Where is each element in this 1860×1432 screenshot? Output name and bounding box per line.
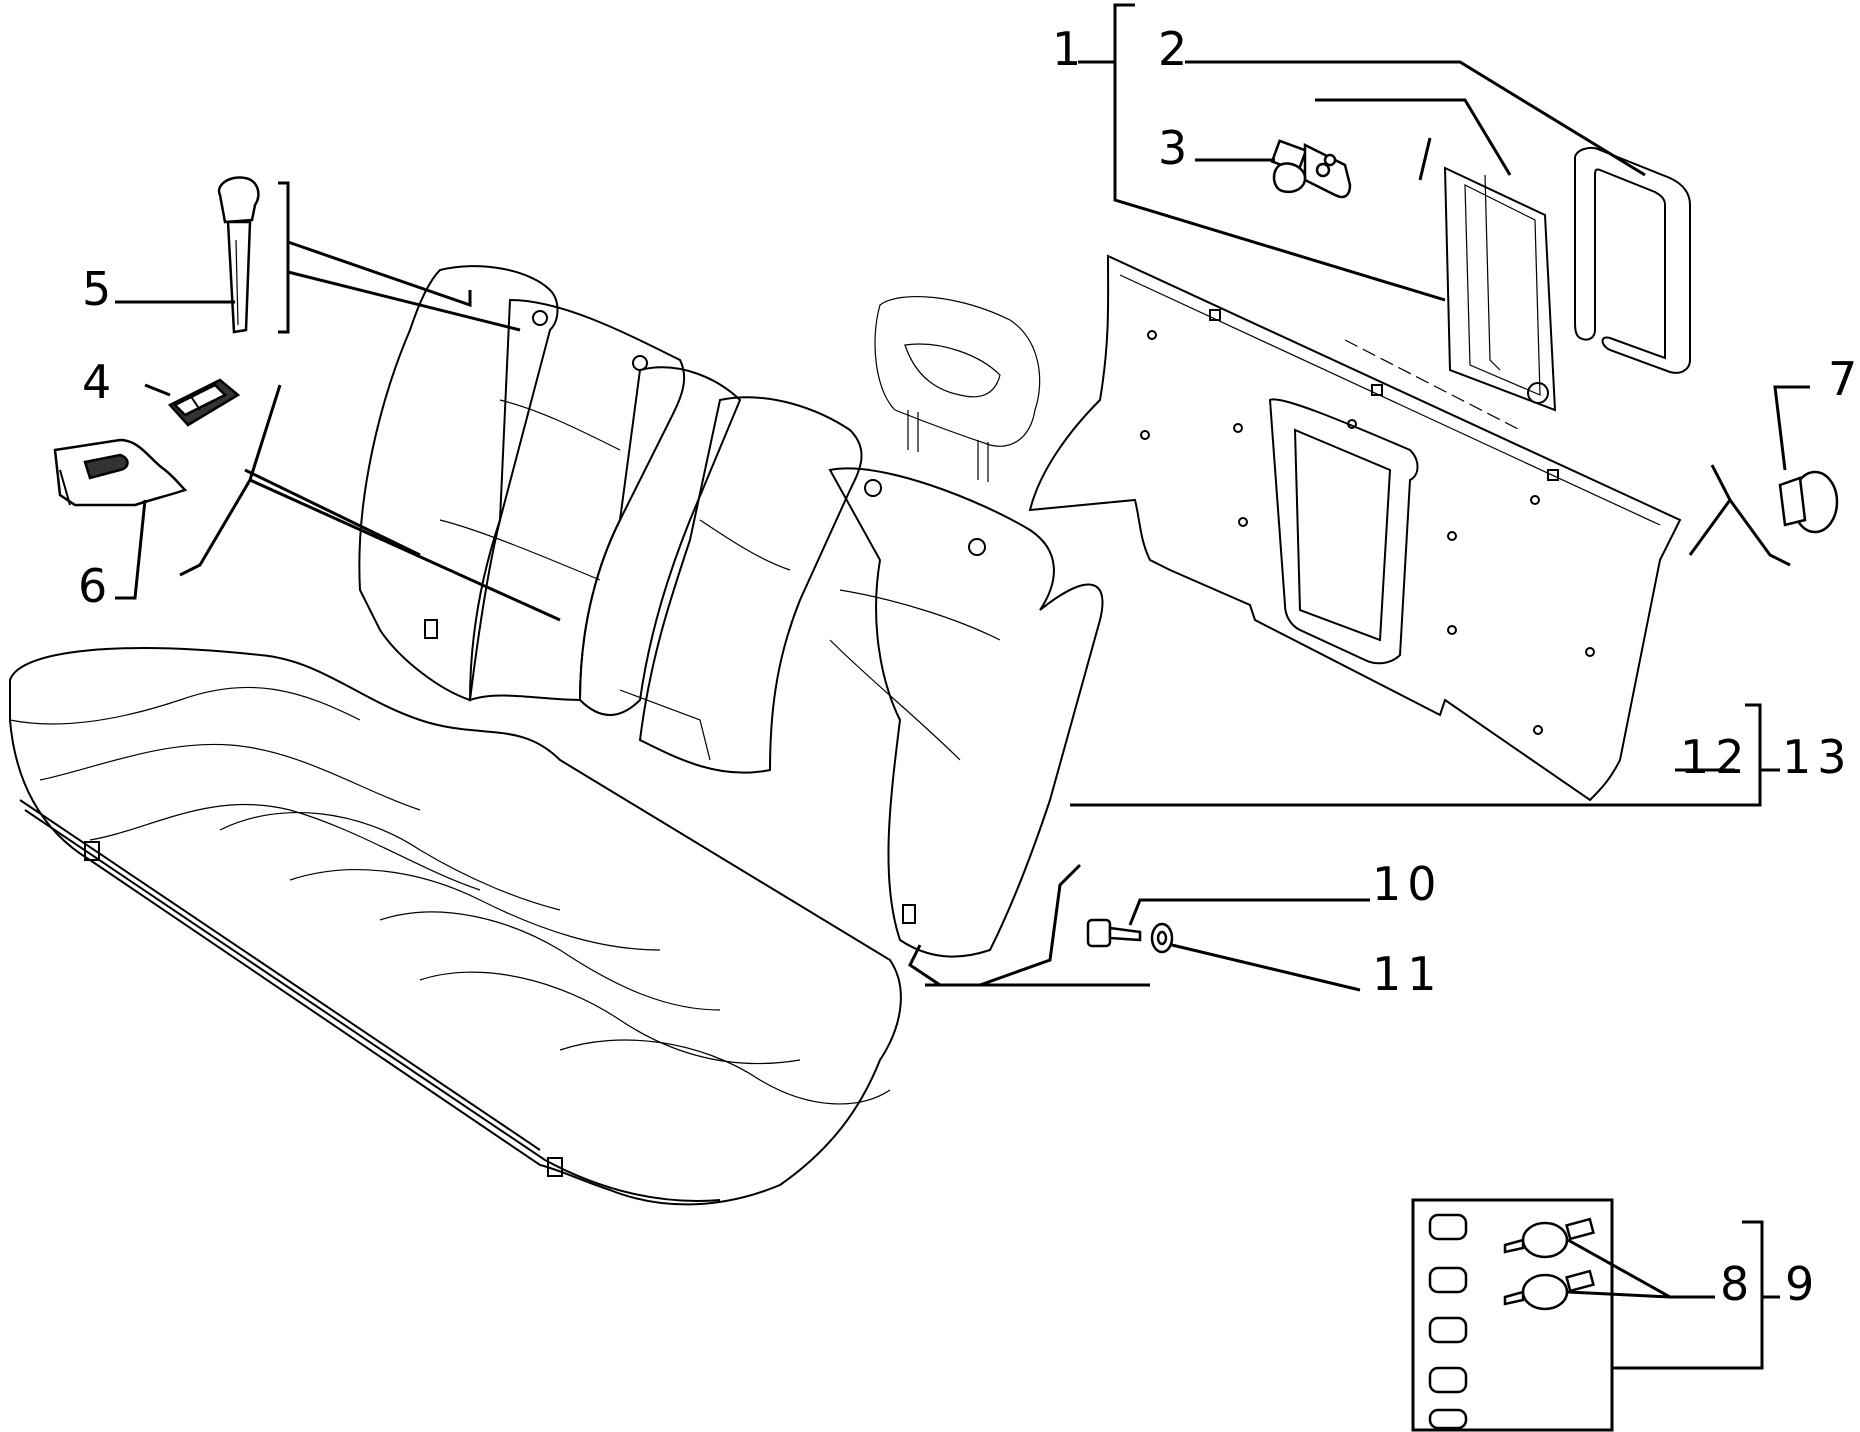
- callout-6: 6: [78, 559, 113, 613]
- keys: [1503, 1217, 1595, 1311]
- lock-cylinder: [1270, 139, 1352, 199]
- part-11-washer: [1150, 922, 1174, 954]
- callout-2: 2: [1158, 22, 1193, 76]
- callout-9: 9: [1785, 1257, 1820, 1311]
- callout-11: 11: [1372, 947, 1443, 1001]
- callout-labels: 1 2 3 5 4 6 7 12 13 10 11 8 9: [78, 22, 1860, 1311]
- callout-7: 7: [1828, 352, 1860, 406]
- part-5-pin: [217, 176, 260, 334]
- callout-12: 12: [1680, 730, 1751, 784]
- lock-kit-box: [1411, 1198, 1614, 1432]
- seatback-left: [358, 265, 686, 702]
- callout-1: 1: [1052, 22, 1087, 76]
- seat-cushion: [9, 647, 902, 1206]
- callout-13: 13: [1782, 730, 1853, 784]
- leader-lines: [115, 3, 1810, 1370]
- callout-8: 8: [1720, 1257, 1755, 1311]
- part-7-clip: [1778, 470, 1839, 534]
- part-6-bracket: [53, 438, 188, 507]
- callout-3: 3: [1158, 121, 1193, 175]
- seatback-right: [828, 467, 1104, 958]
- headrest: [874, 296, 1041, 482]
- seatback-center: [578, 366, 863, 774]
- part-10-bolt: [1086, 918, 1142, 948]
- rear-back-panel: [1028, 254, 1682, 802]
- callout-5: 5: [82, 262, 117, 316]
- access-door: [1443, 166, 1557, 412]
- part-4-clip: [167, 378, 241, 427]
- callout-4: 4: [82, 355, 117, 409]
- lock-cylinders: [1428, 1213, 1468, 1430]
- door-frame-seal: [1574, 147, 1691, 374]
- callout-10: 10: [1372, 857, 1443, 911]
